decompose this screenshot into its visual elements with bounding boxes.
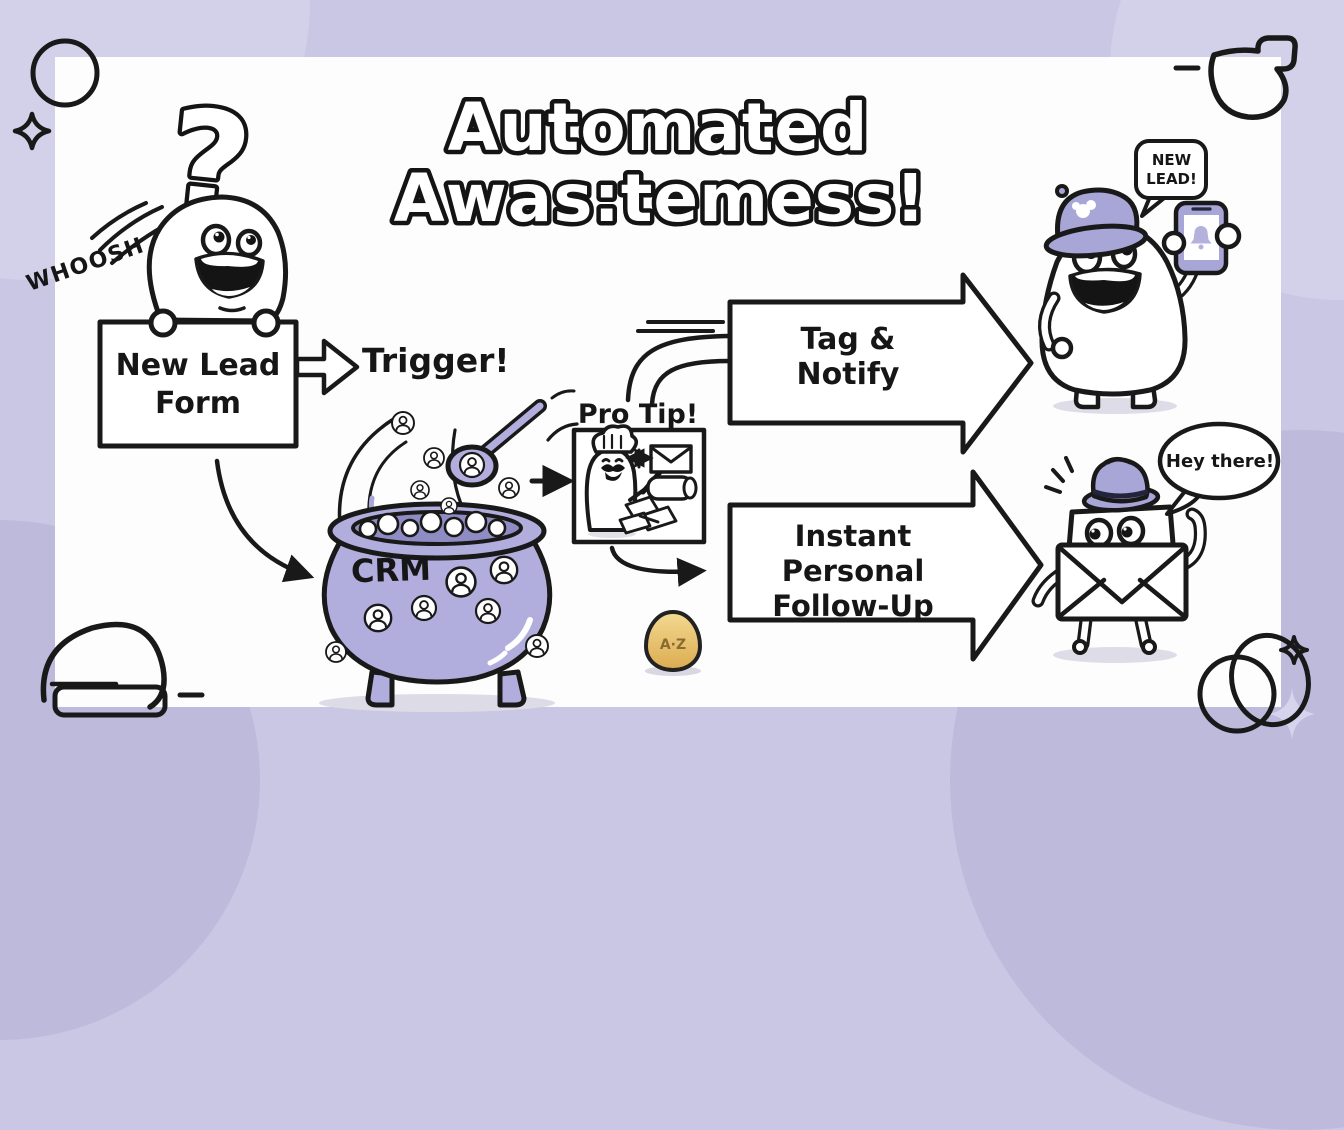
- person-bubble-icon: [458, 451, 486, 479]
- person-bubble-icon: [423, 447, 445, 469]
- title-line-2: Awas:temess!: [394, 160, 927, 237]
- curved-arrow-icon: [609, 545, 707, 587]
- pro-tip-card: [571, 424, 707, 545]
- person-bubble-icon: [410, 594, 438, 622]
- egg-label: A·Z: [659, 637, 687, 653]
- speech-bubble-new-lead: [1134, 139, 1208, 218]
- tag-notify-line1: Tag &: [800, 322, 896, 357]
- person-bubble-icon: [410, 480, 430, 500]
- speech-bubble-hey-there: [1157, 421, 1281, 516]
- envelope-body-icon: [1055, 542, 1189, 622]
- new-lead-bubble-text: NEW LEAD!: [1137, 151, 1206, 189]
- envelope-mascot-character: [1031, 421, 1281, 663]
- egg-icon: [644, 610, 702, 676]
- person-bubble-icon: [325, 641, 347, 663]
- hey-there-bubble-text: Hey there!: [1165, 451, 1275, 472]
- envelope-icon: [649, 444, 693, 474]
- bottom-right-circles-icon: [1197, 632, 1315, 740]
- title-line-1: Automated: [448, 89, 869, 166]
- top-left-circle-icon: [30, 38, 100, 108]
- person-bubble-icon: [474, 597, 502, 625]
- chef-character: [584, 424, 677, 532]
- tag-notify-label: Tag & Notify: [742, 322, 954, 393]
- person-bubble-icon: [445, 566, 477, 598]
- tag-notify-arrow: [727, 272, 1034, 455]
- follow-up-line1: Instant Personal: [781, 519, 925, 588]
- tag-notify-line2: Notify: [796, 357, 900, 393]
- trigger-arrow-icon: [294, 338, 360, 396]
- folded-papers-icon: [618, 495, 678, 535]
- crm-label: CRM: [350, 549, 432, 591]
- person-bubble-icon: [391, 411, 415, 435]
- new-lead-line2: LEAD!: [1146, 169, 1197, 188]
- follow-up-arrow: [727, 469, 1044, 662]
- illustration-layer: Automated Awas:temess! ?: [12, 35, 1315, 740]
- person-bubble-icon: [489, 555, 519, 585]
- person-bubble-icon: [525, 634, 549, 658]
- smartphone-icon: [1161, 200, 1242, 276]
- form-label-line2: Form: [155, 385, 241, 421]
- double-arrow-icon: [625, 448, 654, 469]
- new-lead-form-label: New Lead Form: [100, 347, 296, 422]
- sparkle-icon: [12, 111, 52, 151]
- mascot-character: [146, 194, 289, 324]
- page-title: Automated Awas:temess!: [389, 85, 930, 242]
- rolling-pin-icon: [646, 475, 698, 501]
- phone-mascot-character: [1038, 139, 1242, 414]
- ladle-icon: [445, 399, 547, 488]
- pro-tip-label: Pro Tip!: [577, 399, 699, 430]
- fedora-hat-icon: [1081, 456, 1161, 513]
- person-bubble-icon: [363, 603, 393, 633]
- follow-up-line2: Follow-Up: [772, 588, 934, 623]
- new-lead-sign: [97, 308, 299, 449]
- trigger-label: Trigger!: [362, 341, 510, 380]
- elbow-connector: [625, 320, 732, 407]
- follow-up-label: Instant Personal Follow-Up: [734, 519, 972, 623]
- person-bubble-icon: [440, 497, 458, 515]
- bucket-hat-icon: [1043, 184, 1149, 259]
- bottom-left-dome-icon: [40, 621, 205, 718]
- new-lead-line1: NEW: [1151, 151, 1192, 169]
- top-right-shape-icon: [1173, 35, 1298, 120]
- person-bubble-icon: [498, 477, 520, 499]
- crm-cauldron-illustration: [319, 389, 579, 712]
- curved-arrow-icon: [214, 458, 315, 583]
- form-label-line1: New Lead: [115, 348, 281, 383]
